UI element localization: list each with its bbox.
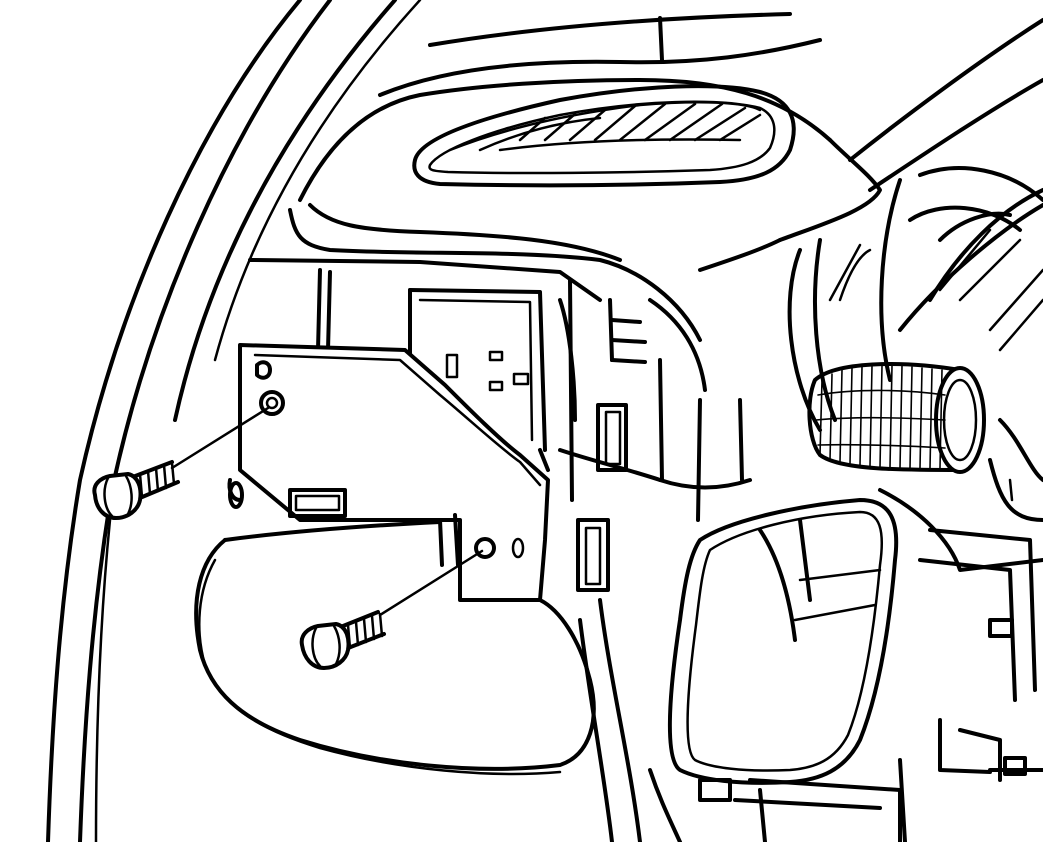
knurled-knob [807, 362, 986, 474]
dashboard-top [288, 12, 1043, 342]
bolt-lower [299, 610, 386, 670]
door-frame-arcs [46, 0, 422, 842]
steering-column-area [787, 166, 1043, 522]
center-stack-cavity [248, 258, 752, 592]
lower-duct-opening [667, 498, 899, 785]
mounting-bracket [227, 343, 550, 602]
right-lower-trim [578, 488, 1043, 842]
leader-lines [170, 406, 484, 617]
bolt-upper [92, 460, 180, 520]
center-air-vent [412, 84, 796, 188]
